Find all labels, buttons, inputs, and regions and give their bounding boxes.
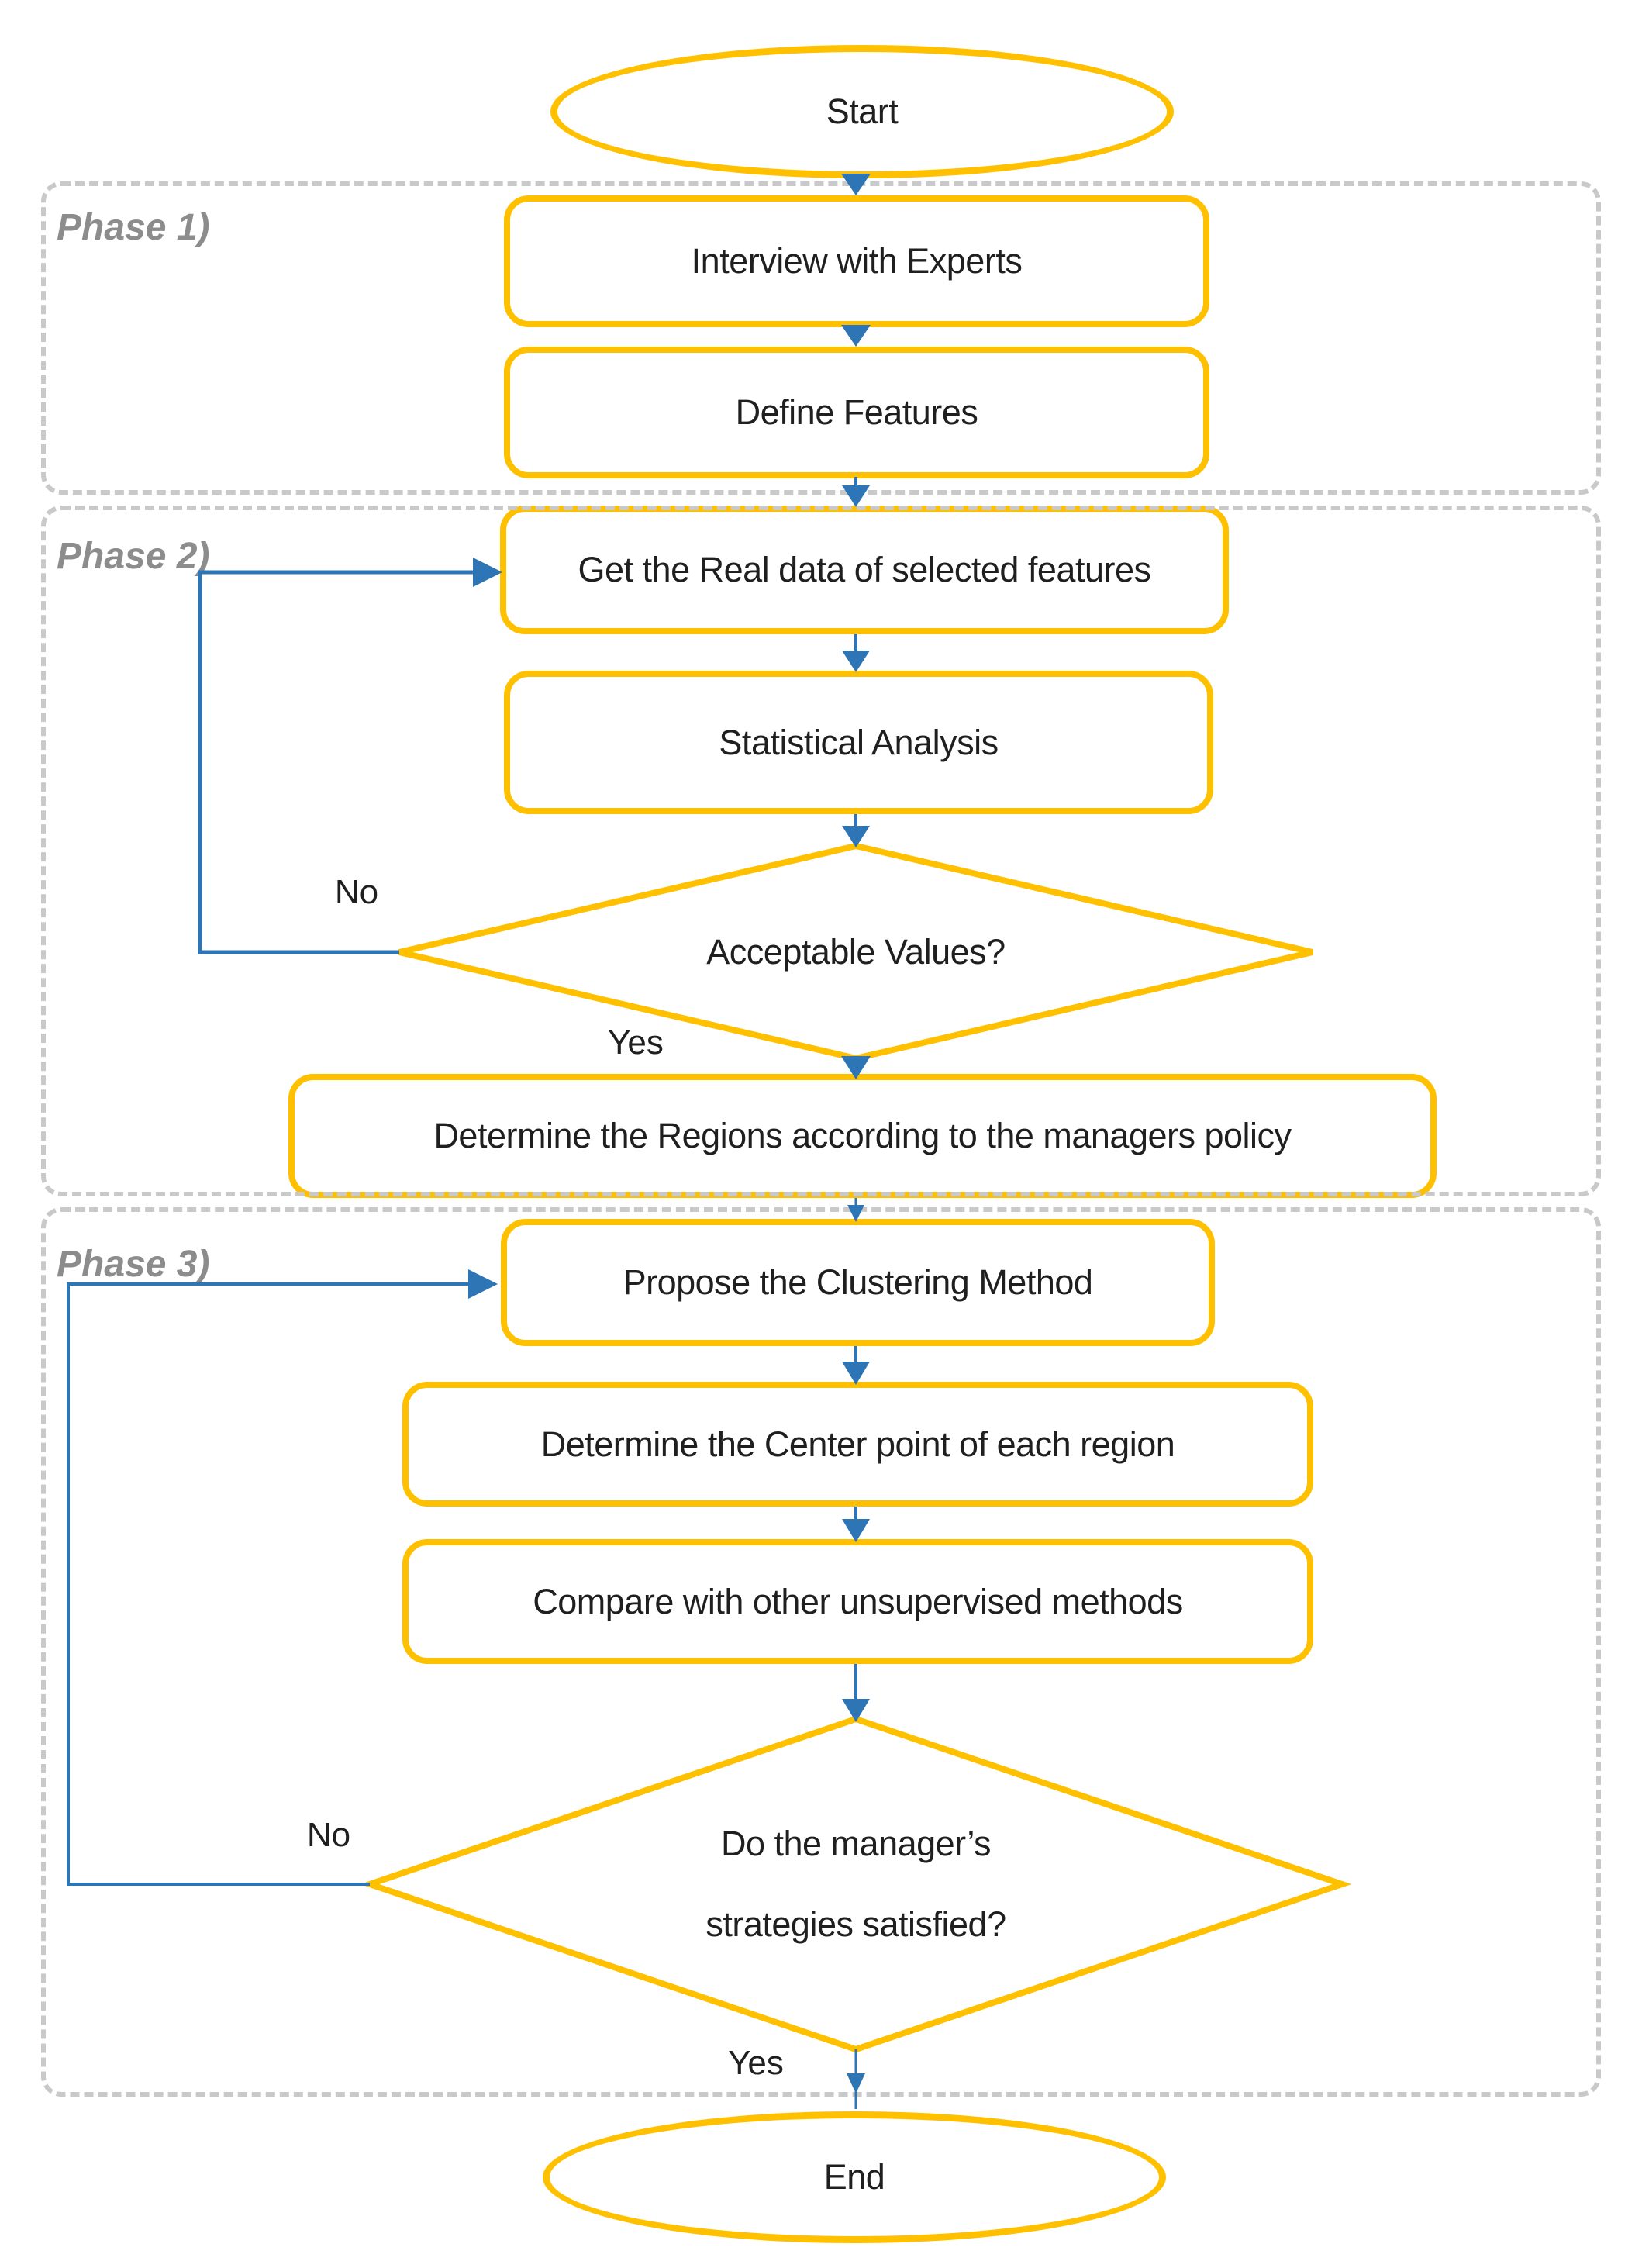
propose-label: Propose the Clustering Method <box>623 1262 1093 1303</box>
acceptable-values-diamond-shape <box>398 842 1313 1062</box>
phase-3-label: Phase 3) <box>57 1244 210 1285</box>
determine-regions-label: Determine the Regions according to the m… <box>433 1116 1292 1156</box>
interview-label: Interview with Experts <box>691 241 1023 281</box>
end-label: End <box>823 2157 885 2197</box>
process-propose-clustering: Propose the Clustering Method <box>501 1219 1215 1346</box>
start-label: Start <box>826 91 899 132</box>
statistical-label: Statistical Analysis <box>719 722 999 762</box>
process-get-real-data: Get the Real data of selected features <box>500 506 1229 634</box>
edge-label-yes-strategies: Yes <box>728 2044 784 2082</box>
center-point-label: Determine the Center point of each regio… <box>540 1424 1175 1464</box>
arrow-interview-to-define <box>841 325 871 347</box>
process-compare-methods: Compare with other unsupervised methods <box>402 1539 1313 1664</box>
decision-strategies-satisfied <box>360 1715 1352 2053</box>
loopback-no-phase2-arrowhead <box>473 558 502 587</box>
phase-2-label: Phase 2) <box>57 536 210 577</box>
process-center-point: Determine the Center point of each regio… <box>402 1382 1313 1507</box>
get-data-label: Get the Real data of selected features <box>578 550 1151 590</box>
process-define-features: Define Features <box>504 347 1209 478</box>
arrow-strategies-to-end <box>847 2073 865 2094</box>
start-terminator: Start <box>550 45 1174 178</box>
edge-label-no-acceptable: No <box>334 873 379 911</box>
strategies-diamond-shape <box>360 1715 1352 2053</box>
edge-label-no-strategies: No <box>306 1816 351 1854</box>
end-terminator: End <box>543 2111 1166 2243</box>
loopback-no-phase3-arrowhead <box>468 1269 498 1299</box>
process-determine-regions: Determine the Regions according to the m… <box>288 1074 1437 1198</box>
decision-acceptable-values <box>398 842 1313 1062</box>
define-label: Define Features <box>735 392 978 433</box>
process-interview-with-experts: Interview with Experts <box>504 195 1209 327</box>
process-statistical-analysis: Statistical Analysis <box>504 671 1213 814</box>
phase-1-label: Phase 1) <box>57 207 210 248</box>
compare-label: Compare with other unsupervised methods <box>533 1581 1183 1621</box>
arrow-define-to-getdata <box>842 485 870 507</box>
edge-label-yes-acceptable: Yes <box>608 1024 664 1062</box>
arrow-getdata-to-statistical <box>842 651 870 672</box>
